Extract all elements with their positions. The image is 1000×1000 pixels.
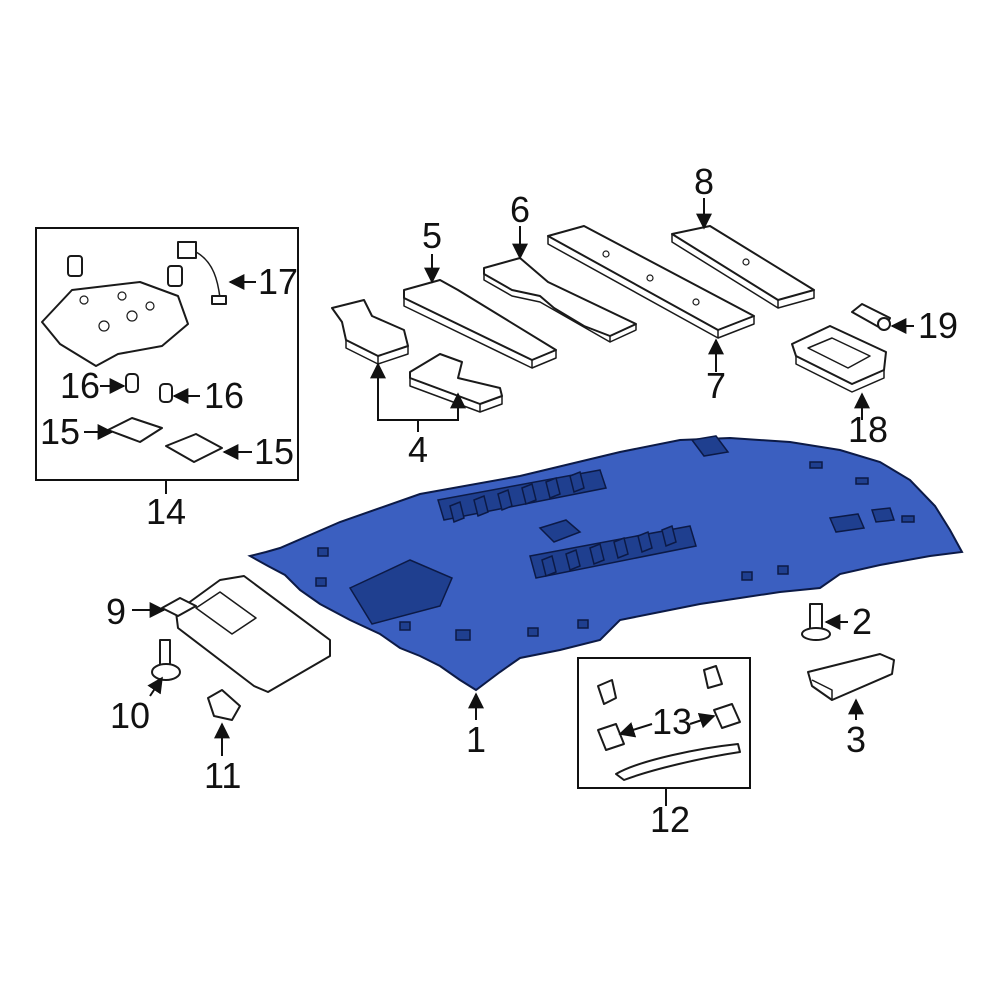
cap-part-13b[interactable] <box>713 703 741 729</box>
callout-19: 19 <box>918 305 958 346</box>
pivot-bolt-part-10[interactable] <box>151 639 181 681</box>
dome-lamp-part-18[interactable] <box>791 325 887 393</box>
callout-10: 10 <box>110 695 150 736</box>
callout-9: 9 <box>106 591 126 632</box>
callout-16b: 16 <box>204 375 244 416</box>
callout-5: 5 <box>422 215 442 256</box>
callout-17: 17 <box>258 261 298 302</box>
callout-15a: 15 <box>40 411 80 452</box>
headliner-rib-group-front <box>529 524 697 579</box>
clip-part-small-a[interactable] <box>67 255 83 277</box>
bracket-part-3[interactable] <box>807 653 895 701</box>
headliner-rib-group-rear <box>437 469 607 524</box>
pad-part-4b[interactable] <box>409 353 503 413</box>
bulb-part-16b[interactable] <box>159 383 173 403</box>
headliner-clip-holes <box>315 461 915 641</box>
callout-12: 12 <box>650 799 690 840</box>
bulb-part-16a[interactable] <box>125 373 139 393</box>
handle-clip-part-b[interactable] <box>703 665 723 689</box>
headliner-side-pad <box>828 513 866 533</box>
lens-part-15b[interactable] <box>165 433 223 463</box>
leader-lines <box>84 198 914 806</box>
pad-part-4a[interactable] <box>331 299 409 365</box>
callout-11: 11 <box>204 755 241 796</box>
console-part-14[interactable] <box>41 281 189 367</box>
callout-7: 7 <box>706 365 726 406</box>
pad-part-6[interactable] <box>483 257 637 343</box>
headliner-center-clip <box>538 519 582 543</box>
handle-clip-part-a[interactable] <box>597 679 617 705</box>
headliner-side-pad-2 <box>870 507 896 523</box>
visor-clip-part-11[interactable] <box>207 689 241 721</box>
callout-1: 1 <box>466 719 486 760</box>
group-12-frame <box>577 657 751 789</box>
headliner-part[interactable] <box>247 435 964 692</box>
callout-13: 13 <box>652 701 692 742</box>
lens-part-15a[interactable] <box>107 417 163 443</box>
cap-part-13a[interactable] <box>597 723 625 751</box>
headliner-rear-tab <box>690 435 730 457</box>
callout-3: 3 <box>846 719 866 760</box>
bolt-part-2[interactable] <box>801 603 831 641</box>
pad-part-7[interactable] <box>547 225 755 339</box>
callout-labels: 1 2 3 4 5 6 7 8 9 10 11 12 13 14 15 15 1… <box>40 161 958 840</box>
bulb-part-19[interactable] <box>851 303 891 331</box>
headliner-lamp-opening <box>348 559 453 625</box>
callout-15b: 15 <box>254 431 294 472</box>
callout-8: 8 <box>694 161 714 202</box>
clip-part-small-b[interactable] <box>167 265 183 287</box>
callout-16a: 16 <box>60 365 100 406</box>
harness-part-17[interactable] <box>177 241 227 305</box>
grab-handle-part-12[interactable] <box>615 743 741 781</box>
callout-6: 6 <box>510 189 530 230</box>
callout-2: 2 <box>852 601 872 642</box>
callout-4: 4 <box>408 429 428 470</box>
callout-14: 14 <box>146 491 186 532</box>
sun-visor-part-9[interactable] <box>161 575 331 693</box>
callout-18: 18 <box>848 409 888 450</box>
pad-part-5[interactable] <box>403 279 557 369</box>
